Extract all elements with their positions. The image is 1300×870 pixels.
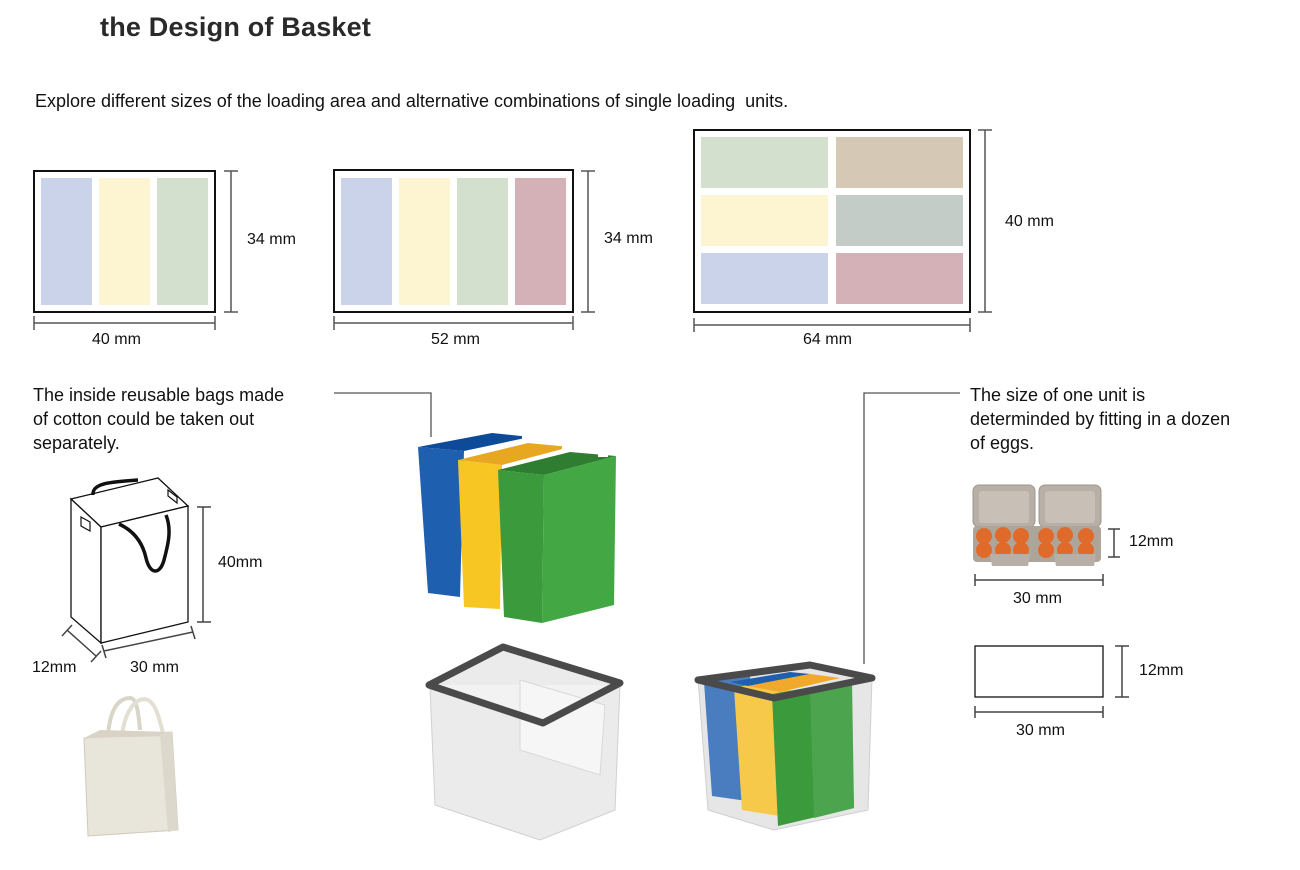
layout-2-height-label: 34 mm: [604, 230, 653, 247]
egg-carton-height-label: 12mm: [1129, 533, 1174, 550]
egg-caption-line: of eggs.: [970, 433, 1035, 453]
layout-3-width-label: 64 mm: [803, 331, 852, 348]
unit-tan: [836, 137, 963, 188]
loading-area-40x34: [33, 170, 216, 313]
egg-caption-line: The size of one unit is: [970, 385, 1146, 405]
unit-rose: [515, 178, 566, 305]
transparent-box-image: [425, 643, 624, 841]
unit-gray-green: [836, 195, 963, 246]
unit-green: [701, 137, 828, 188]
unit-yellow: [399, 178, 450, 305]
unit-box-height-label: 12mm: [1139, 662, 1184, 679]
egg-caption-line: determinded by fitting in a dozen: [970, 409, 1231, 429]
unit-rose: [836, 253, 963, 304]
bag-caption-line: separately.: [33, 433, 120, 453]
unit-yellow: [701, 195, 828, 246]
loading-area-64x40: [693, 129, 971, 313]
colored-bins-image: [418, 433, 616, 623]
page-subtitle: Explore different sizes of the loading a…: [35, 91, 789, 111]
bag-height-label: 40mm: [218, 554, 263, 571]
egg-carton-width-label: 30 mm: [1013, 590, 1062, 607]
unit-blue: [41, 178, 92, 305]
bag-caption-line: of cotton could be taken out: [33, 409, 255, 429]
egg-caption: The size of one unit is determinded by f…: [970, 383, 1280, 455]
layout-3-height-label: 40 mm: [1005, 213, 1054, 230]
unit-yellow: [99, 178, 150, 305]
layout-1-width-label: 40 mm: [92, 331, 141, 348]
unit-green: [157, 178, 208, 305]
bag-depth-label: 12mm: [32, 659, 77, 676]
bag-caption: The inside reusable bags made of cotton …: [33, 383, 333, 455]
unit-box-width-label: 30 mm: [1016, 722, 1065, 739]
layout-2-width-label: 52 mm: [431, 331, 480, 348]
bag-caption-line: The inside reusable bags made: [33, 385, 285, 405]
unit-blue: [701, 253, 828, 304]
filled-basket-image: [694, 661, 876, 831]
page-title: the Design of Basket: [100, 12, 372, 42]
unit-green: [457, 178, 508, 305]
unit-blue: [341, 178, 392, 305]
cotton-tote-bag-image: [83, 695, 179, 837]
egg-carton-image: [972, 484, 1102, 566]
layout-1-height-label: 34 mm: [247, 231, 296, 248]
bag-width-label: 30 mm: [130, 659, 179, 676]
loading-area-52x34: [333, 169, 574, 313]
